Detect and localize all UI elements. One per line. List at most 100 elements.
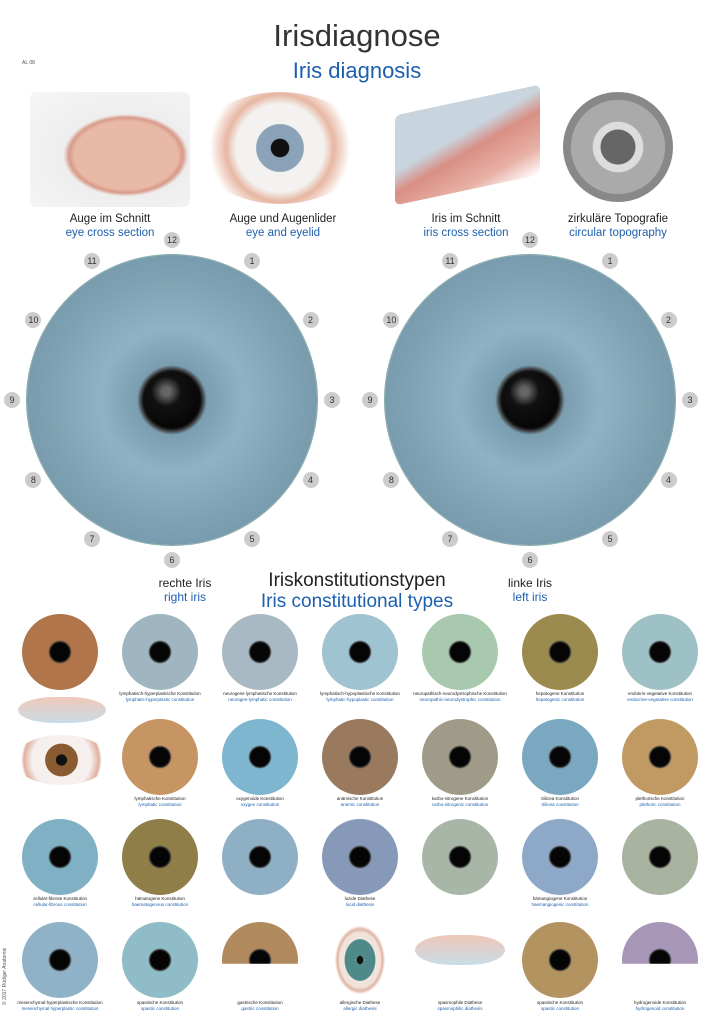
clock-number: 11 [84,253,100,270]
clock-number: 7 [442,530,458,547]
caption-en: eye and eyelid [245,227,321,239]
caption-de: zirkuläre Topografie [567,213,669,225]
clock-number: 12 [522,232,538,248]
clock-number: 12 [164,232,180,248]
iris-type-caption-de: oxygenoide Konstitution [236,796,284,801]
iris-type-caption-de: mesenchymal-hyperplastische Konstitution [17,1000,103,1005]
section-title-en: Iris constitutional types [260,591,454,612]
iris-type-caption-en: spastic constitution [540,1005,580,1011]
iris-type-caption-de: karbo-nitrogene Konstitution [431,796,489,801]
iris-type-image [422,819,498,895]
iris-type-caption-en: neuropathic-neurodystrophic constitution [419,696,501,702]
clock-number: 8 [383,472,400,488]
clock-number: 1 [244,253,260,270]
iris-type-caption-de: endokrin-vegetative Konstitution [627,691,693,696]
iris-type-caption-en: hydrogenoid constitution [635,1005,685,1011]
page-title: Irisdiagnose [273,18,441,53]
eye-cross-section-illustration [30,92,190,207]
caption-de: Iris im Schnitt [431,213,501,225]
clock-number: 9 [362,392,378,408]
iris-type-caption: mesenchymal-hyperplastische Konstitution… [12,1000,108,1011]
iris-type-image [522,614,598,690]
iris-type-caption-en: lucid diathesis [345,901,375,907]
iris-type-caption-en: Silicea constitution [541,801,579,807]
poster-code: AL 08 [22,60,35,66]
iris-type-image [622,922,698,964]
iris-type-caption-en: haematogenous constitution [131,901,189,907]
clock-number: 3 [682,392,698,408]
iris-type-caption-de: plethorische Konstitution [635,796,685,801]
iris-type-image [222,922,298,964]
iris-type-caption-de: spastische Konstitution [136,1000,184,1005]
iris-type-image [22,922,98,998]
iris-type-caption-en: lymphatic-hyperplastic constitution [125,696,195,702]
right-iris-label-en: right iris [163,590,207,604]
clock-number: 5 [244,530,260,547]
caption-de: Auge im Schnitt [69,213,151,225]
iris-type-image [322,819,398,895]
iris-type-caption-de: neuropathisch-neurodystrophische Konstit… [413,691,507,696]
iris-type-caption-de: luzide Diathese [344,896,376,901]
iris-type-caption-en: lymphatic-hypoplastic constitution [326,696,394,702]
iris-type-caption-en: haemangiogenic constitution [531,901,589,907]
circular-topography-diagram [563,92,673,202]
iris-type-caption-en: spasmophilic diathesis [437,1005,483,1011]
caption-en: eye cross section [65,227,155,239]
iris-type-image [622,614,698,690]
iris-type-image [122,614,198,690]
iris-type-caption-de: allergische Diathese [339,1000,381,1005]
iris-type-caption-de: gastrische Konstitution [237,1000,283,1005]
left-iris-label-en: left iris [512,590,548,604]
iris-type-image [622,719,698,795]
iris-type-image [122,719,198,795]
iris-type-caption-de: anämische Konstitution [336,796,384,801]
iris-map-pupil [144,372,200,428]
eye-illustration [14,735,109,785]
iris-type-caption-en: gastric constitution [241,1005,279,1011]
iris-type-caption-en: lymphatic constitution [138,801,182,807]
iris-type-caption-en: neurogen-lymphatic constitution [228,696,292,702]
eyelid-cross-section-illustration [18,697,106,723]
iris-type-caption: lymphatisch-hyperplastische Konstitution… [112,691,208,702]
iris-type-caption-en: allergic diathesis [343,1005,377,1011]
iris-type-image [522,922,598,998]
iris-type-caption-en: cellular-fibrous constitution [33,901,87,907]
iris-type-caption-de: hepatogene Konstitution [535,691,585,696]
iris-type-image [322,614,398,690]
iris-type-image [522,819,598,895]
clock-number: 7 [84,530,100,547]
iris-cross-section-illustration [395,84,540,206]
iris-type-caption-de: lymphatisch-hypoplastische Konstitution [320,691,400,696]
iris-type-caption-de: hämangiogene Konstitution [532,896,588,901]
iris-type-caption-de: neurogene lymphatische Konstitution [223,691,297,696]
iris-type-image [122,819,198,895]
clock-number: 5 [602,530,618,547]
iris-type-caption-de: spastische Konstitution [536,1000,584,1005]
iris-type-caption-en: endocrine-vegetative constitution [627,696,693,702]
clock-number: 11 [442,253,458,270]
iris-type-caption-en: mesenchymal hyperplastic constitution [21,1005,99,1011]
iris-type-caption-de: zellulär-fibröse Konstitution [32,896,88,901]
iris-type-caption-de: lymphatisch-hyperplastische Konstitution [119,691,201,696]
iris-type-caption-de: lymphatische Konstitution [134,796,186,801]
iris-type-image [22,819,98,895]
clock-number: 1 [602,253,618,270]
iris-type-caption-en: plethoric constitution [639,801,681,807]
eye-and-eyelid-illustration [200,92,360,204]
iris-type-image [222,719,298,795]
clock-number: 9 [4,392,20,408]
clock-number: 10 [25,312,42,328]
